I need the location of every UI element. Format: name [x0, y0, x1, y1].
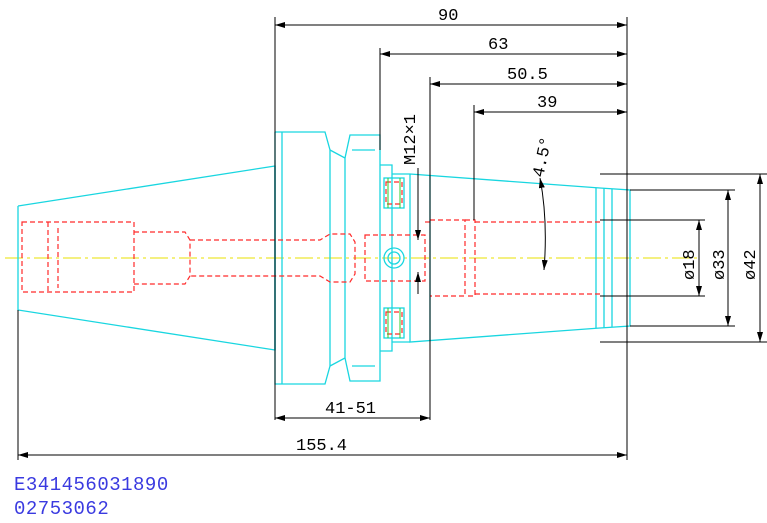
- dim-39-label: 39: [537, 94, 557, 113]
- part-code-line2: 02753062: [14, 498, 109, 520]
- dia-42-label: ø42: [742, 249, 761, 280]
- part-code-line1: E341456031890: [14, 474, 169, 496]
- dim-63-label: 63: [488, 36, 508, 55]
- thread-label: M12×1: [402, 114, 421, 165]
- dim-41-51-label: 41-51: [325, 400, 376, 419]
- angle-label: 4.5°: [530, 135, 557, 179]
- hidden-lines: [21, 181, 600, 335]
- dimension-lines: [17, 17, 767, 460]
- thread-lines: [387, 178, 401, 338]
- dim-155-4-label: 155.4: [296, 437, 347, 456]
- dim-50-5-label: 50.5: [507, 66, 548, 85]
- dim-90-label: 90: [438, 7, 458, 26]
- dia-18-label: ø18: [681, 249, 700, 280]
- dia-33-label: ø33: [711, 249, 730, 280]
